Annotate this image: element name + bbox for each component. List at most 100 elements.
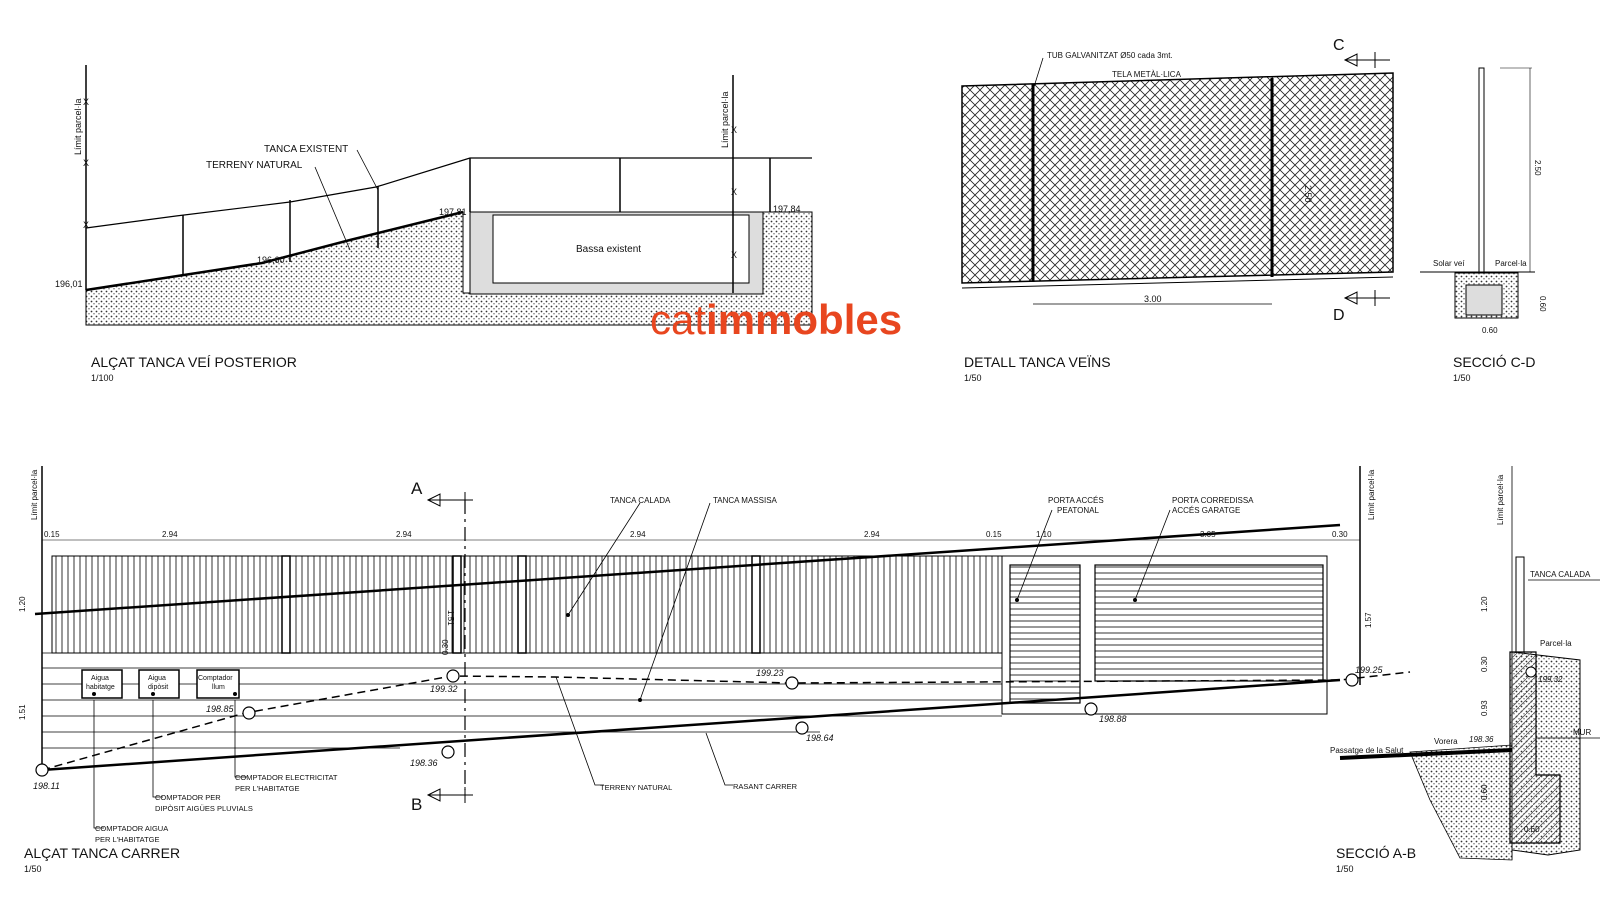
rear-x-mark: X bbox=[731, 250, 737, 260]
tank-meter-label-2: DIPÒSIT AIGÜES PLUVIALS bbox=[155, 804, 253, 813]
rear-ground-line bbox=[85, 210, 464, 292]
garage-gate-label-2: ACCÉS GARATGE bbox=[1172, 506, 1240, 515]
section-ab-wall bbox=[1509, 651, 1561, 844]
street-grade-line bbox=[41, 678, 1341, 772]
rear-title: ALÇAT TANCA VEÍ POSTERIOR bbox=[91, 354, 297, 370]
dim-top: 2.94 bbox=[864, 530, 880, 539]
section-ab-level-vorera: 198.36 bbox=[1469, 735, 1494, 744]
watermark-main: immobles bbox=[706, 296, 903, 343]
section-ab-dim-2: 0.30 bbox=[1480, 656, 1489, 672]
street-limit-left: Límit parcel·la bbox=[30, 469, 39, 520]
callout-dots bbox=[92, 598, 1137, 702]
section-ab-scale: 1/50 bbox=[1336, 864, 1354, 874]
sliding-garage-gate[interactable] bbox=[1094, 564, 1324, 682]
section-ab-dim-4: 0.60 bbox=[1480, 784, 1489, 800]
section-ab-title: SECCIÓ A-B bbox=[1336, 845, 1416, 861]
rear-limit-label-right: Límit parcel·la bbox=[720, 91, 730, 148]
dim-mid: 1.51 bbox=[446, 610, 455, 626]
section-cd-solar: Solar veí bbox=[1433, 259, 1465, 268]
cut-b-arrow bbox=[426, 787, 473, 803]
cut-c-label: C bbox=[1333, 37, 1345, 54]
section-ab-dim-5: 0.60 bbox=[1524, 825, 1540, 834]
ped-gate-label-1: PORTA ACCÉS bbox=[1048, 496, 1104, 505]
dim-top: 0.30 bbox=[1332, 530, 1348, 539]
street-elevation: Límit parcel·la Límit parcel·la A B 0.15… bbox=[18, 466, 1411, 874]
elec-meter-label-1: COMPTADOR ELECTRICITAT bbox=[235, 773, 338, 782]
section-ab-mur: MUR bbox=[1573, 728, 1591, 737]
section-cd-title: SECCIÓ C-D bbox=[1453, 354, 1535, 370]
section-ab-passatge: Passatge de la Salut bbox=[1330, 746, 1404, 755]
pool-basin bbox=[492, 214, 750, 284]
section-cd-height: 2.50 bbox=[1533, 160, 1542, 176]
section-ab-soil-left bbox=[1409, 744, 1513, 861]
section-cd-found-w: 0.60 bbox=[1482, 326, 1498, 335]
dim-right: 1.57 bbox=[1364, 612, 1373, 628]
watermark-prefix: cat bbox=[650, 296, 707, 343]
dim-top: 2.94 bbox=[396, 530, 412, 539]
dim-top: 1.10 bbox=[1036, 530, 1052, 539]
rear-fence-posts bbox=[85, 65, 771, 293]
rear-fence-top bbox=[85, 157, 812, 229]
water-meter-label-2: PER L'HABITATGE bbox=[95, 835, 160, 844]
detail-ground bbox=[961, 276, 1394, 289]
dim-top: 2.94 bbox=[630, 530, 646, 539]
chainlink-mesh bbox=[961, 72, 1394, 284]
box-power-2: llum bbox=[212, 684, 225, 691]
street-posts bbox=[281, 555, 761, 654]
level-198-88: 198.88 bbox=[1099, 714, 1127, 724]
solid-wall-bands bbox=[42, 652, 1002, 749]
street-grade-label: RASANT CARRER bbox=[733, 782, 798, 791]
dim-top: 0.15 bbox=[44, 530, 60, 539]
section-cd: 2.50 Solar veí Parcel·la 0.60 0.60 SECCI… bbox=[1420, 67, 1547, 383]
tank-meter-label-1: COMPTADOR PER bbox=[155, 793, 221, 802]
section-ab: Límit parcel·la TANCA CALADA Parcel·la 1… bbox=[1330, 466, 1600, 874]
section-ab-dim-3: 0.93 bbox=[1480, 700, 1489, 716]
box-water-tank-1: Aigua bbox=[148, 675, 166, 682]
street-natural-ground-label: TERRENY NATURAL bbox=[600, 783, 672, 792]
rear-existing-fence-label: TANCA EXISTENT bbox=[264, 144, 348, 155]
dim-top: 3.05 bbox=[1200, 530, 1216, 539]
section-ab-dim-1: 1.20 bbox=[1480, 596, 1489, 612]
box-water-home-1: Aigua bbox=[91, 675, 109, 682]
dim-top: 0.15 bbox=[986, 530, 1002, 539]
detail-title: DETALL TANCA VEÏNS bbox=[964, 354, 1111, 370]
rear-x-mark: X bbox=[83, 220, 89, 230]
detail-scale: 1/50 bbox=[964, 373, 982, 383]
cut-c-arrow bbox=[1343, 52, 1390, 68]
section-ab-parcela: Parcel·la bbox=[1540, 639, 1572, 648]
cut-a-arrow bbox=[426, 492, 473, 508]
pool-label: Bassa existent bbox=[576, 244, 641, 255]
section-ab-fence bbox=[1515, 556, 1525, 653]
detail-mesh-label: TELA METÀL·LICA bbox=[1112, 70, 1182, 79]
section-ab-vorera: Vorera bbox=[1434, 737, 1458, 746]
level-198-85: 198.85 bbox=[206, 704, 235, 714]
level-199-32: 199.32 bbox=[430, 684, 458, 694]
section-cd-scale: 1/50 bbox=[1453, 373, 1471, 383]
box-water-home-2: habitatge bbox=[86, 684, 115, 691]
detail-tube-label: TUB GALVANITZAT Ø50 cada 3mt. bbox=[1047, 51, 1173, 60]
rear-x-mark: X bbox=[731, 125, 737, 135]
section-cd-parcela: Parcel·la bbox=[1495, 259, 1527, 268]
detail-fence: 3.00 2.50 TUB GALVANITZAT Ø50 cada 3mt. … bbox=[961, 37, 1394, 383]
level-markers bbox=[35, 669, 1359, 777]
street-scale: 1/50 bbox=[24, 864, 42, 874]
garage-gate-label-1: PORTA CORREDISSA bbox=[1172, 496, 1254, 505]
meter-boxes bbox=[81, 669, 240, 699]
level-198-36: 198.36 bbox=[410, 758, 438, 768]
box-power-1: Comptador bbox=[198, 675, 233, 682]
elec-meter-label-2: PER L'HABITATGE bbox=[235, 784, 300, 793]
rear-x-mark: X bbox=[83, 97, 89, 107]
detail-width: 3.00 bbox=[1144, 294, 1162, 304]
callout-leaders bbox=[93, 502, 1171, 829]
cut-d-arrow bbox=[1343, 290, 1390, 306]
leader bbox=[356, 149, 379, 191]
cut-a-label: A bbox=[411, 479, 423, 498]
section-ab-level-marker bbox=[1525, 666, 1537, 678]
leader bbox=[1032, 57, 1044, 91]
section-ab-sidewalk bbox=[1339, 748, 1513, 760]
rear-elevation: Bassa existent Límit parcel·la Límit par… bbox=[55, 65, 813, 383]
rear-scale: 1/100 bbox=[91, 373, 114, 383]
ped-gate-label-2: PEATONAL bbox=[1057, 506, 1099, 515]
rear-level-2: 196,60 bbox=[257, 255, 285, 265]
